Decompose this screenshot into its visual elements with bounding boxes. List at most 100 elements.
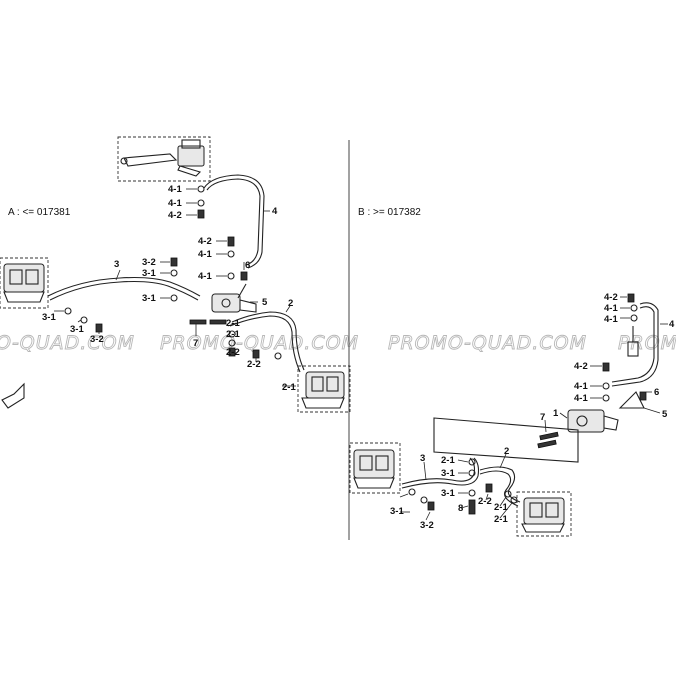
b-bolt-6 <box>639 391 647 401</box>
a-label-3-2-top: 3-2 <box>142 257 156 268</box>
a-label-4-1-mid: 4-1 <box>168 198 182 209</box>
b-label-3-1-c: 3-1 <box>390 506 404 517</box>
a-label-3: 3 <box>114 259 119 270</box>
b-label-4-2-mid: 4-2 <box>574 361 588 372</box>
a-washer-3-1-top <box>170 269 178 277</box>
a-label-3-1-mid: 3-1 <box>142 293 156 304</box>
b-guide-plate <box>433 417 579 463</box>
b-label-2-1-a: 2-1 <box>441 455 455 466</box>
panel-a-parts <box>0 136 351 413</box>
a-label-2-1-b: 2-1 <box>226 329 240 340</box>
watermark-right-fragment: PROM <box>618 332 676 354</box>
a-bolt-4-2-top <box>197 209 205 219</box>
a-washer-4-1-mid <box>197 199 205 207</box>
b-label-5: 5 <box>662 409 668 420</box>
a-label-3-2-bot: 3-2 <box>90 334 104 345</box>
panel-a-title: A : <= 017381 <box>8 207 71 218</box>
a-washer-3-1-b2 <box>80 316 88 324</box>
panel-b-title: B : >= 017382 <box>358 207 421 218</box>
a-label-2: 2 <box>288 298 293 309</box>
b-washer-4-1-a <box>630 304 638 312</box>
b-label-2: 2 <box>504 446 509 457</box>
a-washer-4-1-bot <box>227 272 235 280</box>
a-washer-4-1-low <box>227 250 235 258</box>
b-washer-3-1-b <box>420 496 428 504</box>
b-label-4-2-top: 4-2 <box>604 292 618 303</box>
a-bolt-6 <box>240 271 248 281</box>
panel-b-parts <box>349 293 659 537</box>
a-bolt-3-2-bot <box>95 323 103 333</box>
a-washer-3-1-mid <box>170 294 178 302</box>
panel-a-labels: 4-1 4-1 4-2 4 4-2 4-1 4-1 6 5 3 3-2 3-1 … <box>42 184 296 393</box>
b-label-3: 3 <box>420 453 425 464</box>
a-label-4-2-top: 4-2 <box>168 210 182 221</box>
a-washer-3-1-b1 <box>64 307 72 315</box>
b-washer-4-1-b <box>630 314 638 322</box>
a-label-5: 5 <box>262 297 268 308</box>
b-label-4-1-d: 4-1 <box>574 393 588 404</box>
a-side-bracket <box>1 382 25 409</box>
b-label-3-1-a: 3-1 <box>441 468 455 479</box>
b-washer-2-1-b <box>504 490 512 498</box>
b-label-7: 7 <box>540 412 545 423</box>
a-right-caliper <box>301 371 345 409</box>
b-label-4-1-b: 4-1 <box>604 314 618 325</box>
a-label-4-1-low: 4-1 <box>198 249 212 260</box>
b-junction-block <box>567 409 619 433</box>
b-bolt-4-2-top <box>627 293 635 303</box>
a-label-6: 6 <box>245 260 250 271</box>
a-label-4-1-bot: 4-1 <box>198 271 212 282</box>
a-label-3-1-top: 3-1 <box>142 268 156 279</box>
b-washer-3-1-a <box>408 488 416 496</box>
b-bolt-4-2-mid <box>602 362 610 372</box>
a-bolt-4-2-low <box>227 236 235 247</box>
b-hose-4 <box>611 302 659 387</box>
a-label-7: 7 <box>193 338 198 349</box>
a-label-4-2-low: 4-2 <box>198 236 212 247</box>
a-label-3-1-b2: 3-1 <box>70 324 84 335</box>
b-washer-3-1-c <box>468 469 476 477</box>
a-left-caliper-box <box>0 257 49 309</box>
b-washer-4-1-c <box>602 382 610 390</box>
a-label-2-1-a: 2-1 <box>226 318 240 329</box>
panel-b-leaders <box>399 296 668 521</box>
b-label-2-1-b: 2-1 <box>494 502 508 513</box>
watermark-right: PROMO-QUAD.COM <box>388 332 587 354</box>
b-label-3-2: 3-2 <box>420 520 434 531</box>
a-left-caliper <box>3 263 45 303</box>
panel-a-leaders <box>54 188 296 387</box>
a-hose-3 <box>47 276 201 297</box>
a-bolt-3-2-top <box>170 257 178 267</box>
b-washer-3-1-d <box>468 489 476 497</box>
a-label-2-1-c: 2-1 <box>282 382 296 393</box>
b-bolt-8 <box>468 499 476 515</box>
b-label-2-2: 2-2 <box>478 496 492 507</box>
b-bolt-7 <box>539 431 559 441</box>
b-label-8: 8 <box>458 503 463 514</box>
a-label-2-2-b: 2-2 <box>247 359 261 370</box>
b-hose-2 <box>479 466 521 503</box>
a-label-4-1-top: 4-1 <box>168 184 182 195</box>
b-label-3-1-b: 3-1 <box>441 488 455 499</box>
a-hose-4 <box>203 174 265 269</box>
b-label-6: 6 <box>654 387 659 398</box>
watermark-center: PROMO-QUAD.COM <box>160 332 359 354</box>
b-left-caliper-box <box>349 442 401 494</box>
b-label-4-1-a: 4-1 <box>604 303 618 314</box>
a-master-cylinder-box <box>117 136 211 182</box>
a-washer-4-1-top <box>197 185 205 193</box>
a-right-caliper-box <box>297 365 351 413</box>
b-left-caliper <box>353 449 395 489</box>
b-label-2-1-c: 2-1 <box>494 514 508 525</box>
b-fitting-upper <box>627 326 639 357</box>
b-bolt-3-2 <box>427 501 435 511</box>
a-label-2-2-a: 2-2 <box>226 347 240 358</box>
b-label-4-1-c: 4-1 <box>574 381 588 392</box>
a-junction-block <box>211 283 257 313</box>
a-bolt-2-2-b <box>252 349 260 359</box>
watermark-left: O-QUAD.COM <box>0 332 135 354</box>
a-label-4: 4 <box>272 206 278 217</box>
b-right-caliper <box>521 497 565 533</box>
b-label-4: 4 <box>669 319 675 330</box>
